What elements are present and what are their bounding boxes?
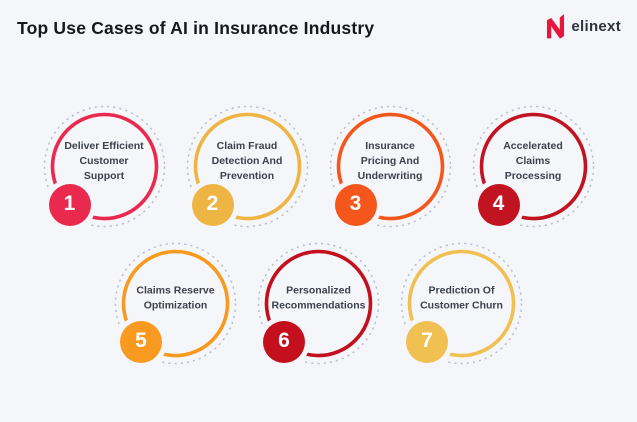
use-case-item: Insurance Pricing And Underwriting 3 [325, 101, 456, 232]
badge-number: 1 [63, 192, 76, 215]
elinext-logo-text: elinext [571, 18, 621, 35]
number-badge: 1 [48, 184, 91, 226]
elinext-logo: elinext [546, 13, 621, 40]
use-case-row-1: Deliver Efficient Customer Support 1 Cla… [0, 101, 637, 232]
use-case-row-2: Claims Reserve Optimization 5 Personaliz… [0, 238, 637, 369]
number-badge: 4 [477, 184, 520, 226]
dashed-outline-circle [400, 242, 523, 365]
number-badge: 6 [263, 321, 305, 363]
colored-arc [479, 112, 587, 221]
badge-number: 3 [349, 192, 362, 215]
use-case-label: Deliver Efficient Customer Support [64, 140, 144, 182]
dashed-outline-circle [43, 105, 165, 228]
number-badge: 7 [406, 321, 448, 363]
number-badge: 5 [120, 321, 162, 363]
dashed-outline-circle [257, 242, 380, 365]
elinext-n-icon [547, 14, 565, 39]
use-case-label: Accelerated Claims Processing [503, 140, 563, 182]
use-case-item: Personalized Recommendations 6 [253, 238, 384, 369]
colored-arc [193, 112, 301, 221]
number-badge: 3 [334, 184, 377, 226]
badge-number: 7 [421, 329, 433, 352]
badge-number: 6 [278, 329, 290, 352]
use-case-item: Accelerated Claims Processing 4 [468, 101, 599, 232]
use-case-label: Insurance Pricing And Underwriting [357, 140, 423, 182]
dashed-outline-circle [114, 242, 237, 365]
dashed-outline-circle [186, 105, 308, 228]
use-case-item: Claims Reserve Optimization 5 [110, 238, 241, 369]
colored-arc [121, 249, 230, 358]
colored-arc [264, 249, 373, 358]
colored-arc [50, 112, 158, 221]
colored-arc [336, 112, 444, 221]
use-case-item: Prediction Of Customer Churn 7 [396, 238, 527, 369]
use-case-item: Deliver Efficient Customer Support 1 [39, 101, 170, 232]
use-case-label: Claims Reserve Optimization [136, 284, 215, 312]
colored-arc [407, 249, 516, 358]
use-case-item: Claim Fraud Detection And Prevention 2 [182, 101, 313, 232]
page-title: Top Use Cases of AI in Insurance Industr… [17, 18, 375, 38]
badge-number: 4 [492, 192, 505, 215]
number-badge: 2 [191, 184, 234, 226]
use-case-label: Prediction Of Customer Churn [420, 284, 503, 312]
badge-number: 5 [135, 329, 147, 352]
use-case-label: Personalized Recommendations [271, 284, 366, 312]
badge-number: 2 [206, 192, 219, 215]
use-case-label: Claim Fraud Detection And Prevention [211, 140, 283, 182]
dashed-outline-circle [329, 105, 451, 228]
dashed-outline-circle [472, 105, 594, 228]
